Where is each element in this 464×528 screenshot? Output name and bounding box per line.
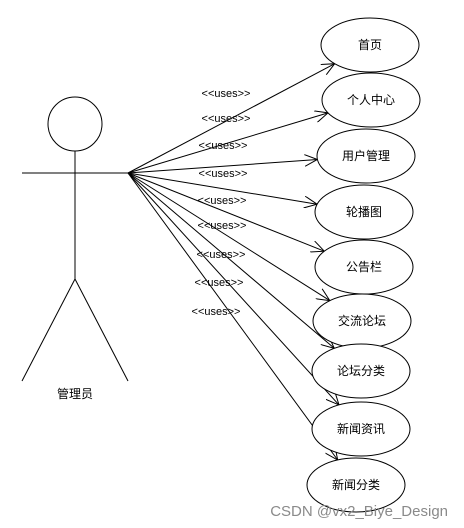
use-case-oval [321,72,421,128]
watermark: CSDN @vx2_Biye_Design [270,503,448,520]
actor-admin: 管理员 [21,96,129,401]
actor-name: 管理员 [57,386,93,401]
use-case-oval [311,401,411,457]
uses-label: <<uses>> [202,88,251,100]
use-case-label: 用户管理 [342,148,390,163]
uses-relation-line [127,172,330,301]
uses-relation-line [127,160,317,174]
uses-relation-line [127,64,335,174]
use-case-5: 公告栏 [314,239,414,295]
uses-relation-line [127,172,334,348]
use-case-oval [320,17,420,73]
use-case-oval [314,184,414,240]
use-case-6: 交流论坛 [312,293,412,349]
use-case-label: 论坛分类 [337,364,385,378]
actor-right-leg [74,278,129,382]
use-case-2: 个人中心 [321,72,421,128]
use-case-label: 个人中心 [347,92,395,107]
use-case-4: 轮播图 [314,184,414,240]
use-case-9: 新闻分类 [306,457,406,513]
uses-relation-line [127,113,328,174]
use-case-label: 首页 [358,38,382,52]
use-case-1: 首页 [320,17,420,73]
uses-label: <<uses>> [198,220,247,232]
actor-left-leg [21,278,76,382]
actor-head [47,96,103,152]
use-case-label: 公告栏 [346,259,382,274]
use-case-7: 论坛分类 [311,343,411,399]
uses-label: <<uses>> [198,195,247,207]
uses-label: <<uses>> [202,113,251,125]
uses-labels: <<uses>> <<uses>> <<uses>> <<uses>> <<uses>>… [192,88,251,318]
use-case-label: 新闻资讯 [337,421,385,436]
use-case-label: 交流论坛 [338,313,386,328]
use-case-label: 轮播图 [346,205,382,219]
uses-label: <<uses>> [192,306,241,318]
relations [127,64,339,460]
uses-relation-line [127,172,338,460]
use-case-oval [306,457,406,513]
uses-label: <<uses>> [199,168,248,180]
uses-label: <<uses>> [199,140,248,152]
uses-relation-line [127,172,324,251]
use-case-oval [316,128,416,184]
uses-label: <<uses>> [197,249,246,261]
uses-relation-line [127,172,317,204]
use-case-oval [311,343,411,399]
uses-relation-line [127,172,339,405]
uses-label: <<uses>> [195,277,244,289]
use-case-3: 用户管理 [316,128,416,184]
use-case-8: 新闻资讯 [311,401,411,457]
use-case-label: 新闻分类 [332,477,380,492]
